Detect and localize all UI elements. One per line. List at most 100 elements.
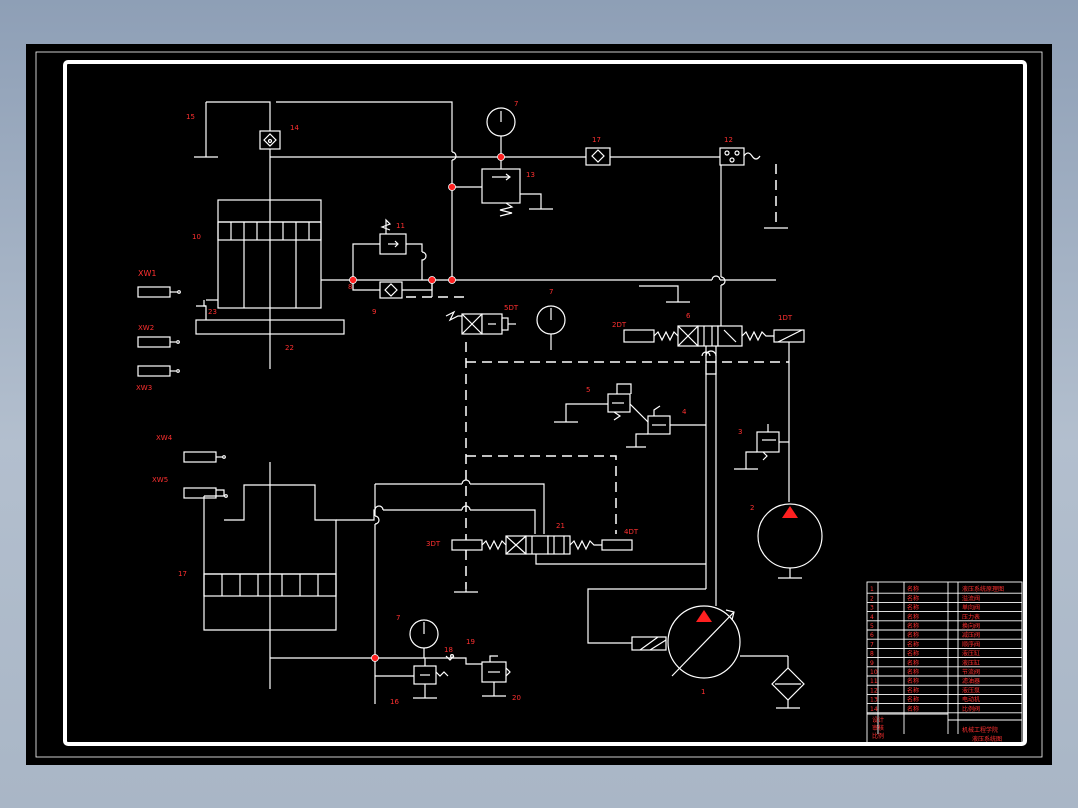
relief-valve-13 xyxy=(481,168,553,217)
title-block-school: 机械工程学院 xyxy=(962,726,998,734)
title-block-footer: 审核 xyxy=(872,724,884,732)
label-19: 19 xyxy=(466,638,475,646)
outer-border xyxy=(35,51,1043,758)
directional-valve-21 xyxy=(451,535,706,565)
title-block-cell: 12 xyxy=(870,687,878,694)
title-block-footer: 比例 xyxy=(872,732,884,740)
sensor-xw1 xyxy=(137,286,181,298)
hydraulic-cylinder-lower xyxy=(203,462,426,689)
title-block-cell: 名称 xyxy=(907,613,919,621)
label-xw5: XW5 xyxy=(152,476,168,484)
label-5: 5 xyxy=(586,386,590,394)
title-block-cell: 4 xyxy=(870,614,874,621)
check-valve-15 xyxy=(585,147,611,166)
title-block-cell: 减压阀 xyxy=(962,631,980,639)
title-block-cell: 7 xyxy=(870,641,874,648)
sequence-valve-4 xyxy=(626,403,706,448)
relief-valve-16 xyxy=(375,658,449,699)
title-block-drawing-title: 液压系统图 xyxy=(972,735,1002,743)
hydraulic-schematic: 15 14 7 13 17 12 10 11 8 9 23 22 XW1 XW2… xyxy=(35,51,1043,758)
label-xw3: XW3 xyxy=(136,384,152,392)
sensor-xw4 xyxy=(183,451,226,463)
label-22: 22 xyxy=(285,344,294,352)
label-20: 20 xyxy=(512,694,521,702)
title-block-cell: 溢流阀 xyxy=(962,594,980,602)
title-block-cell: 9 xyxy=(870,660,874,667)
title-block-cell: 比例阀 xyxy=(962,705,980,713)
label-13: 13 xyxy=(526,171,535,179)
hydraulic-cylinder-upper xyxy=(206,199,322,369)
title-block-cell: 名称 xyxy=(907,659,919,667)
check-valve-14 xyxy=(259,130,281,150)
label-5dt: 5DT xyxy=(504,304,519,312)
label-xw1: XW1 xyxy=(138,269,156,278)
title-block-cell: 换向阀 xyxy=(962,622,980,630)
relief-valve-20 xyxy=(481,655,511,697)
throttle-valve-19 xyxy=(426,653,482,665)
title-block-cell: 名称 xyxy=(907,640,919,648)
title-block-cell: 单向阀 xyxy=(962,604,980,612)
title-block-cell: 液压缸 xyxy=(962,650,980,658)
title-block-cell: 1 xyxy=(870,586,874,593)
label-7b: 7 xyxy=(549,288,553,296)
label-11: 11 xyxy=(396,222,405,230)
drawing-sheet: 15 14 7 13 17 12 10 11 8 9 23 22 XW1 XW2… xyxy=(26,44,1052,765)
title-block-cell: 2 xyxy=(870,595,874,602)
label-3dt: 3DT xyxy=(426,540,441,548)
top-pipework xyxy=(194,101,742,332)
directional-valve-6 xyxy=(623,285,805,502)
label-18: 18 xyxy=(444,646,453,654)
label-4dt: 4DT xyxy=(624,528,639,536)
label-23: 23 xyxy=(208,308,217,316)
title-block-cell: 节流阀 xyxy=(962,668,980,676)
title-block-cell: 电动机 xyxy=(962,696,980,704)
label-7c: 7 xyxy=(396,614,400,622)
title-block-cell: 顺序阀 xyxy=(962,640,980,648)
label-8: 8 xyxy=(348,283,352,291)
title-block-cell: 名称 xyxy=(907,650,919,658)
label-14: 14 xyxy=(290,124,299,132)
reducing-valve-11 xyxy=(379,218,427,280)
pressure-gauge-top xyxy=(486,107,516,157)
title-block-cell: 名称 xyxy=(907,631,919,639)
label-9: 9 xyxy=(372,308,376,316)
label-1: 1 xyxy=(701,688,705,696)
label-16: 16 xyxy=(390,698,399,706)
title-block-cell: 名称 xyxy=(907,677,919,685)
reducing-valve-5 xyxy=(554,383,632,423)
title-block-cell: 名称 xyxy=(907,604,919,612)
title-block-cell: 8 xyxy=(870,651,874,658)
sensor-xw5 xyxy=(183,487,228,499)
title-block-cell: 名称 xyxy=(907,686,919,694)
label-12: 12 xyxy=(724,136,733,144)
label-2dt: 2DT xyxy=(612,321,627,329)
title-block-cell: 名称 xyxy=(907,705,919,713)
label-1dt: 1DT xyxy=(778,314,793,322)
label-2: 2 xyxy=(750,504,754,512)
label-xw4: XW4 xyxy=(156,434,173,442)
title-block-cell: 液压系统原理图 xyxy=(962,585,1004,593)
label-xw2: XW2 xyxy=(138,324,154,332)
label-7a: 7 xyxy=(514,100,518,108)
title-block-cell: 滤油器 xyxy=(962,677,980,685)
label-15: 15 xyxy=(186,113,195,121)
title-block-cell: 液压缸 xyxy=(962,659,980,667)
title-block-cell: 14 xyxy=(870,706,878,713)
title-block-cell: 13 xyxy=(870,697,878,704)
title-block-cell: 11 xyxy=(870,678,878,685)
label-3: 3 xyxy=(738,428,742,436)
title-block-cell: 液压泵 xyxy=(962,686,980,694)
relief-valve-3 xyxy=(734,424,789,470)
check-valve-9 xyxy=(379,281,403,299)
title-block-cell: 3 xyxy=(870,605,874,612)
title-block-cell: 压力表 xyxy=(962,613,980,621)
label-6: 6 xyxy=(686,312,691,320)
label-10: 10 xyxy=(192,233,201,241)
title-block-cell: 名称 xyxy=(907,594,919,602)
hydraulic-pump-1 xyxy=(587,588,805,709)
hydraulic-motor-2 xyxy=(757,503,823,579)
component-labels: 15 14 7 13 17 12 10 11 8 9 23 22 XW1 XW2… xyxy=(136,100,793,706)
inner-border xyxy=(63,60,1027,746)
title-block-cell: 名称 xyxy=(907,668,919,676)
